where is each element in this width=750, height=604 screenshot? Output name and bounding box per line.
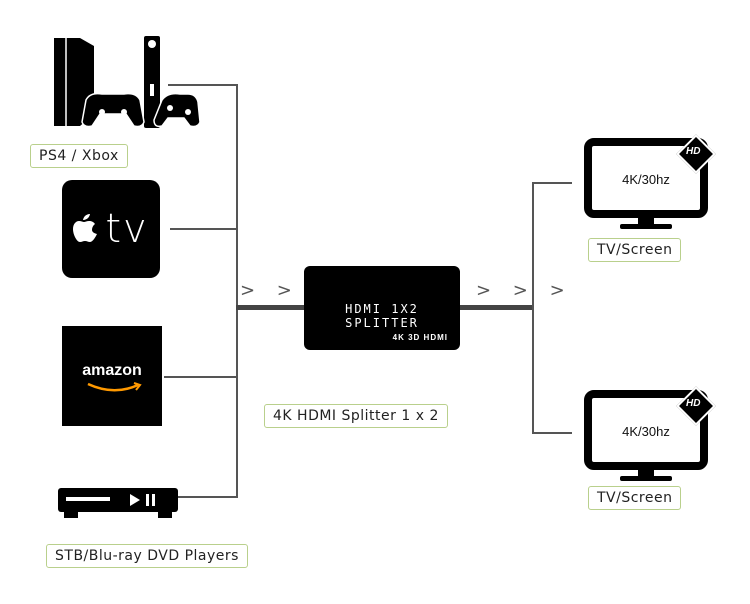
dvd-player-icon xyxy=(56,486,180,522)
connector-amazon xyxy=(164,376,238,378)
tv-screen-2: 4K/30hz HD xyxy=(584,386,716,492)
splitter-device-logos: 4K 3D HDMI xyxy=(392,333,448,342)
splitter-label: 4K HDMI Splitter 1 x 2 xyxy=(264,404,448,428)
input-trunk xyxy=(236,305,304,310)
hd-badge-text: HD xyxy=(686,398,701,409)
amazon-text: amazon xyxy=(82,362,142,379)
apple-tv-text: tv xyxy=(105,206,149,252)
amazon-device: amazon xyxy=(62,326,162,426)
connector-vertical-left xyxy=(236,84,238,498)
tv-resolution: 4K/30hz xyxy=(622,172,670,187)
connector-stb xyxy=(178,496,238,498)
stb-label: STB/Blu-ray DVD Players xyxy=(46,544,248,568)
connector-tv-top xyxy=(532,182,572,184)
tv-resolution: 4K/30hz xyxy=(622,424,670,439)
tv-screen-1: 4K/30hz HD xyxy=(584,134,716,240)
apple-tv-device: tv xyxy=(62,180,160,278)
consoles-label: PS4 / Xbox xyxy=(30,144,128,168)
tv-frame: 4K/30hz xyxy=(584,390,708,470)
connector-vertical-right xyxy=(532,182,534,434)
game-console-icon xyxy=(50,34,201,130)
amazon-smile-icon xyxy=(87,382,142,392)
tv-1-label: TV/Screen xyxy=(588,238,682,262)
output-arrows: > > > xyxy=(476,280,573,301)
apple-logo-icon xyxy=(73,214,98,242)
splitter-device-title: HDMI 1X2 SPLITTER xyxy=(345,302,419,330)
hd-badge-text: HD xyxy=(686,146,701,157)
hdmi-splitter-device: HDMI 1X2 SPLITTER 4K 3D HDMI xyxy=(304,266,460,350)
connector-console xyxy=(168,84,238,86)
connector-tv-bottom xyxy=(532,432,572,434)
tv-2-label: TV/Screen xyxy=(588,486,682,510)
output-trunk xyxy=(460,305,532,310)
connector-appletv xyxy=(170,228,238,230)
